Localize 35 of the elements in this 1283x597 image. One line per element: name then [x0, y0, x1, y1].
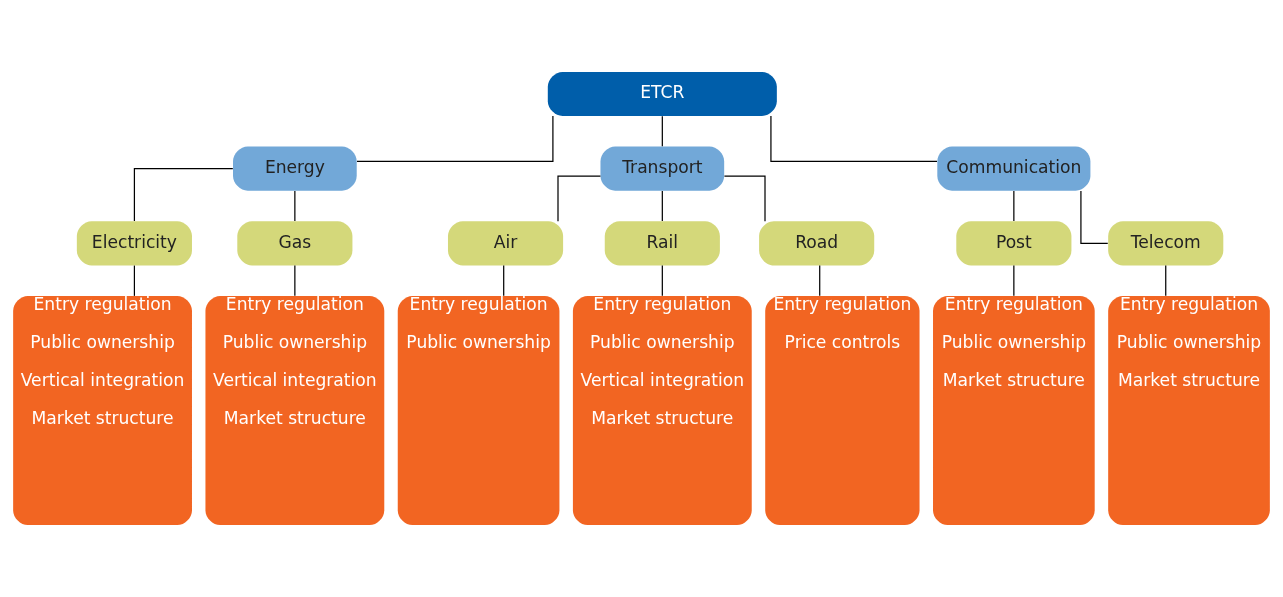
- connector: [1165, 264, 1167, 297]
- connector: [557, 175, 602, 222]
- node-box: Entry regulation Public ownership Vertical integration Market structure: [572, 296, 752, 526]
- connector: [819, 264, 821, 297]
- connector: [770, 115, 938, 162]
- node-box: Entry regulation Public ownership Market structure: [1108, 296, 1270, 526]
- node-box: Rail: [604, 221, 720, 266]
- node-box: Post: [956, 221, 1072, 266]
- connector: [1080, 190, 1109, 244]
- node-box: Road: [759, 221, 875, 266]
- connector: [503, 264, 505, 297]
- node-box: Entry regulation Public ownership Vertical integration Market structure: [13, 296, 192, 526]
- node-box: Entry regulation Public ownership: [397, 296, 560, 526]
- node-box: Entry regulation Public ownership Vertical integration Market structure: [205, 296, 385, 526]
- connector: [133, 264, 135, 297]
- connector: [356, 115, 554, 162]
- node-box: Entry regulation Public ownership Market structure: [933, 296, 1095, 526]
- connector: [661, 115, 663, 147]
- connector: [1013, 190, 1015, 222]
- node-box: Gas: [237, 221, 353, 266]
- node-box: Air: [447, 221, 564, 266]
- node-box: Entry regulation Price controls: [765, 296, 920, 526]
- connector: [1013, 264, 1015, 297]
- node-box: Telecom: [1108, 221, 1224, 266]
- connector: [294, 264, 296, 297]
- node-box: Electricity: [76, 221, 192, 266]
- connector: [294, 190, 296, 222]
- node-box: ETCR: [547, 71, 777, 116]
- node-box: Communication: [937, 146, 1091, 191]
- connector: [723, 175, 766, 222]
- connector: [133, 168, 234, 222]
- node-box: Energy: [233, 146, 357, 191]
- connector: [661, 264, 663, 297]
- node-box: Transport: [600, 146, 725, 191]
- connector: [661, 190, 663, 222]
